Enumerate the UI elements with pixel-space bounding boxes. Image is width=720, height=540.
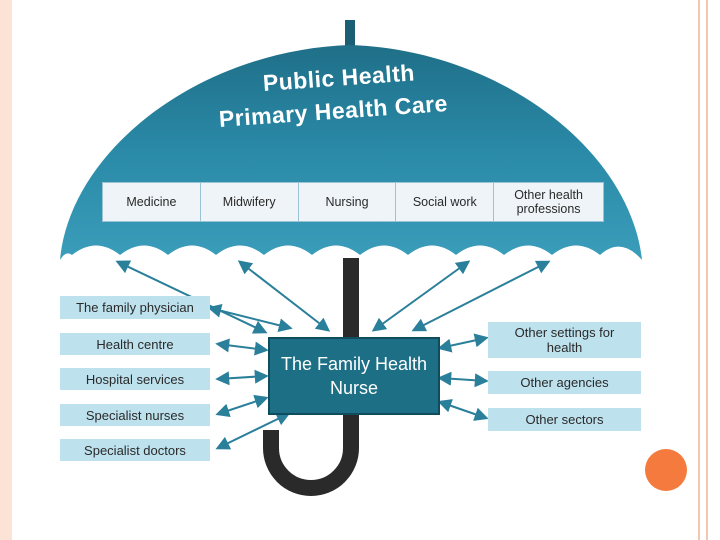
profession-social-work: Social work xyxy=(396,183,495,221)
arrows-right xyxy=(437,333,489,421)
box-health-centre: Health centre xyxy=(60,333,210,355)
profession-nursing: Nursing xyxy=(299,183,397,221)
accent-circle xyxy=(645,449,687,491)
umbrella-tip xyxy=(345,20,355,50)
profession-other-health: Other health professions xyxy=(514,188,583,216)
box-other-settings: Other settings for health xyxy=(488,322,641,358)
box-other-sectors: Other sectors xyxy=(488,408,641,431)
box-specialist-nurses: Specialist nurses xyxy=(60,404,210,426)
profession-midwifery: Midwifery xyxy=(201,183,299,221)
umbrella-handle xyxy=(263,425,359,496)
slide-left-border xyxy=(0,0,12,540)
box-other-agencies: Other agencies xyxy=(488,371,641,394)
professions-bar: Medicine Midwifery Nursing Social work O… xyxy=(102,182,604,222)
box-specialist-doctors: Specialist doctors xyxy=(60,439,210,461)
arrows-canopy xyxy=(115,260,551,334)
family-health-nurse-box: The Family Health Nurse xyxy=(268,337,440,415)
box-family-physician: The family physician xyxy=(60,296,210,319)
box-hospital-services: Hospital services xyxy=(60,368,210,390)
profession-medicine: Medicine xyxy=(103,183,201,221)
slide-right-border xyxy=(692,0,720,540)
